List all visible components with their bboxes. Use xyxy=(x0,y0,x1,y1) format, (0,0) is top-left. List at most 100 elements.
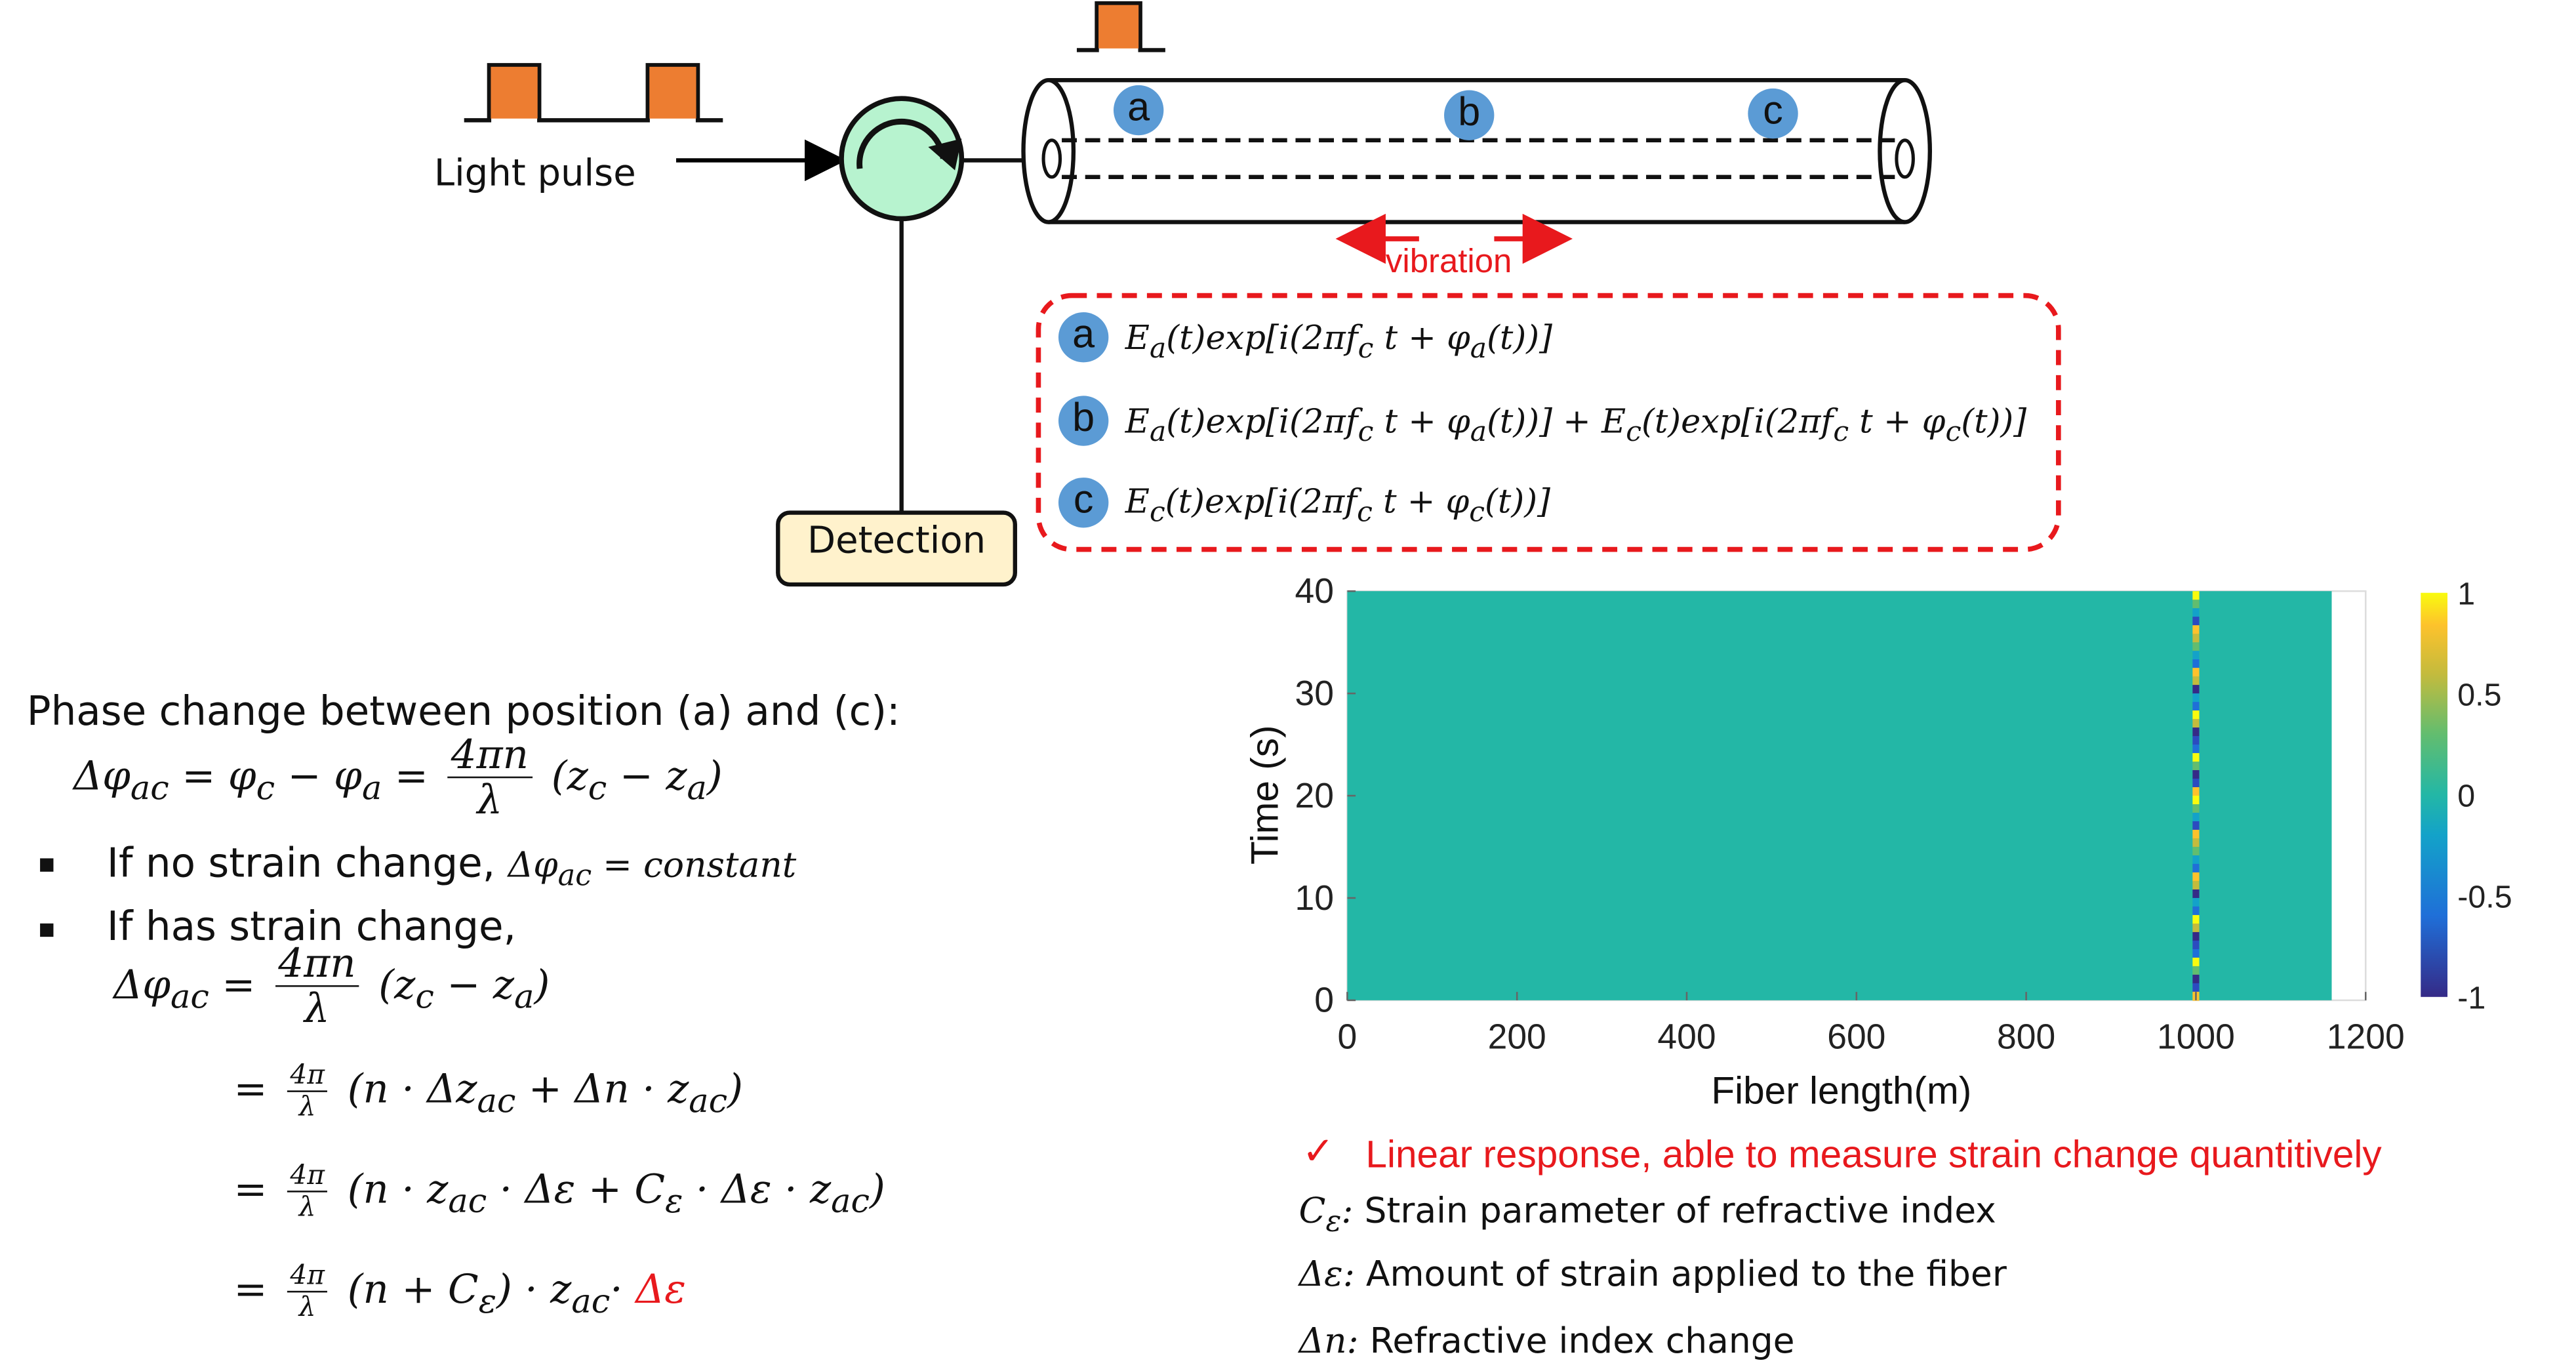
stripe-cell xyxy=(2192,914,2200,924)
heatmap-axes: 0 200 400 600 800 1000 1200 0 10 20 30 40 xyxy=(1295,572,2405,1057)
x-tick-label: 1000 xyxy=(2157,1018,2235,1057)
note-d-eps: Δε: Amount of strain applied to the fibe… xyxy=(1298,1254,2007,1294)
stripe-cell xyxy=(2192,804,2200,813)
stripe-cell xyxy=(2192,634,2200,643)
signal-marker-b: b xyxy=(1058,396,1109,446)
stripe-cell xyxy=(2192,940,2200,950)
colorbar-tick-label: -1 xyxy=(2457,981,2485,1016)
y-tick-label: 40 xyxy=(1295,572,1334,611)
note-c-eps: Cε: Strain parameter of refractive index xyxy=(1298,1191,1996,1240)
signal-expr-b: Ea(t)exp[i(2πfc t + φa(t))] + Ec(t)exp[i… xyxy=(1125,400,2027,448)
stripe-cell xyxy=(2192,710,2200,720)
stripe-cell xyxy=(2192,736,2200,745)
x-tick-label: 800 xyxy=(1997,1018,2055,1057)
signal-marker-c: c xyxy=(1058,478,1109,528)
stripe-cell xyxy=(2192,813,2200,822)
stripe-cell xyxy=(2192,762,2200,771)
bullet-strain: If has strain change, xyxy=(106,903,517,950)
stripe-cell xyxy=(2192,966,2200,975)
x-tick-label: 600 xyxy=(1827,1018,1885,1057)
stripe-cell xyxy=(2192,617,2200,626)
stripe-cell xyxy=(2192,727,2200,737)
stripe-cell xyxy=(2192,821,2200,830)
stripe-cell xyxy=(2192,642,2200,651)
light-pulse-train xyxy=(464,63,723,123)
stripe-cell xyxy=(2192,685,2200,694)
colorbar-tick-label: 0 xyxy=(2457,779,2475,814)
bullet-1 xyxy=(40,858,54,872)
y-tick-label: 10 xyxy=(1295,879,1334,918)
stripe-cell xyxy=(2192,608,2200,617)
stripe-cell xyxy=(2192,591,2200,600)
position-marker-b: b xyxy=(1444,90,1495,140)
signal-marker-a: a xyxy=(1058,312,1109,363)
stripe-cell xyxy=(2192,719,2200,728)
x-tick-label: 0 xyxy=(1338,1018,1358,1057)
stripe-cell xyxy=(2192,897,2200,907)
stripe-cell xyxy=(2192,770,2200,779)
stripe-cell xyxy=(2192,702,2200,711)
y-tick-label: 20 xyxy=(1295,777,1334,815)
stripe-cell xyxy=(2192,974,2200,984)
x-tick-label: 1200 xyxy=(2327,1018,2405,1057)
colorbar-tick-label: -0.5 xyxy=(2457,880,2512,915)
stripe-cell xyxy=(2192,745,2200,754)
phase-change-heading: Phase change between position (a) and (c… xyxy=(26,687,900,735)
single-pulse-icon xyxy=(1076,1,1165,52)
stripe-cell xyxy=(2192,949,2200,958)
position-marker-a: a xyxy=(1113,85,1164,136)
colorbar-tick-label: 0.5 xyxy=(2457,678,2501,713)
stripe-cell xyxy=(2192,787,2200,796)
check-note: Linear response, able to measure strain … xyxy=(1365,1132,2382,1176)
x-tick-label: 200 xyxy=(1488,1018,1546,1057)
x-tick-label: 400 xyxy=(1657,1018,1716,1057)
heatmap-xlabel: Fiber length(m) xyxy=(1711,1069,1972,1113)
stripe-cell xyxy=(2192,830,2200,839)
stripe-cell xyxy=(2192,838,2200,848)
detection-label: Detection xyxy=(807,521,986,563)
bullet-no-strain: If no strain change, Δφac = constant xyxy=(106,840,797,894)
stripe-cell xyxy=(2192,983,2200,992)
stripe-cell xyxy=(2192,651,2200,660)
heatmap-ylabel: Time (s) xyxy=(1243,725,1287,865)
detection-box xyxy=(776,510,1017,587)
signal-expr-a: Ea(t)exp[i(2πfc t + φa(t))] xyxy=(1125,317,1552,364)
stripe-cell xyxy=(2192,676,2200,685)
stripe-cell xyxy=(2192,600,2200,609)
vibration-label: vibration xyxy=(1385,243,1512,281)
y-tick-label: 30 xyxy=(1295,674,1334,713)
stripe-cell xyxy=(2192,855,2200,865)
stripe-cell xyxy=(2192,625,2200,634)
colorbar-tick-label: 1 xyxy=(2457,577,2475,612)
stripe-cell xyxy=(2192,880,2200,890)
stripe-cell xyxy=(2192,957,2200,967)
stripe-cell xyxy=(2192,863,2200,873)
fiber-cylinder xyxy=(1021,78,1933,224)
stripe-cell xyxy=(2192,889,2200,899)
y-tick-label: 0 xyxy=(1314,981,1334,1020)
stripe-cell xyxy=(2192,906,2200,916)
check-icon: ✓ xyxy=(1302,1128,1335,1173)
colorbar-ticks: 1 0.5 0 -0.5 -1 xyxy=(2457,577,2512,1016)
stripe-cell xyxy=(2192,693,2200,703)
colorbar xyxy=(2421,592,2447,997)
heatmap-field xyxy=(1347,591,2332,1000)
setup-diagram xyxy=(464,1,2061,587)
stripe-cell xyxy=(2192,779,2200,788)
signal-box xyxy=(1036,293,2061,552)
stripe-cell xyxy=(2192,931,2200,941)
stripe-cell xyxy=(2192,753,2200,762)
bullet-2 xyxy=(40,923,54,937)
light-pulse-label: Light pulse xyxy=(433,153,636,195)
stripe-cell xyxy=(2192,659,2200,668)
heatmap-strain-stripe xyxy=(2192,591,2200,1001)
signal-expr-c: Ec(t)exp[i(2πfc t + φc(t))] xyxy=(1125,481,1550,528)
note-d-n: Δn: Refractive index change xyxy=(1298,1320,1795,1361)
position-marker-c: c xyxy=(1748,88,1798,139)
stripe-cell xyxy=(2192,872,2200,882)
